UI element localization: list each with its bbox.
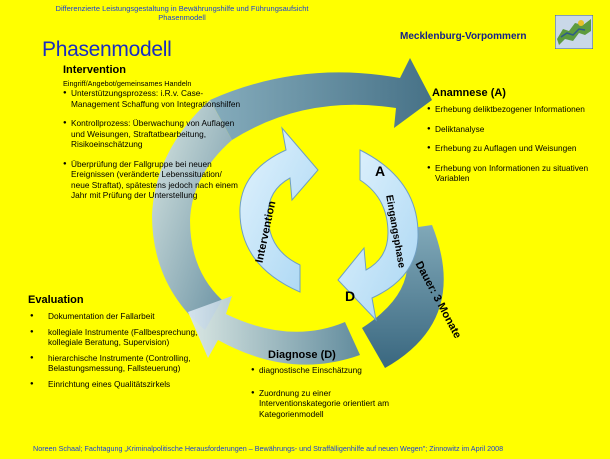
anamnese-list: Erhebung deliktbezogener Informationen D… — [427, 104, 597, 193]
intervention-heading: Intervention — [63, 64, 126, 76]
evaluation-heading: Evaluation — [28, 294, 84, 306]
ring-arrow-left — [152, 100, 232, 330]
list-item: Erhebung zu Auflagen und Weisungen — [427, 143, 597, 154]
list-item: Erhebung von Informationen zu situativen… — [427, 163, 597, 184]
label-a: A — [375, 163, 386, 179]
header-subtitle: Differenzierte Leistungsgestaltung in Be… — [12, 4, 352, 22]
list-item: Zuordnung zu einer Interventionskategori… — [251, 388, 391, 420]
anamnese-heading: Anamnese (A) — [432, 87, 506, 99]
list-item: diagnostische Einschätzung — [251, 365, 391, 376]
diagnose-heading: Diagnose (D) — [268, 349, 336, 361]
list-item: Kontrollprozess: Überwachung von Auflage… — [63, 118, 241, 150]
list-item: Überprüfung der Fallgruppe bei neuen Ere… — [63, 159, 241, 201]
list-item: Einrichtung eines Qualitätszirkels — [28, 379, 203, 390]
inner-arrow-left — [239, 126, 319, 293]
region-name: Mecklenburg-Vorpommern — [400, 31, 527, 42]
list-item: hierarchische Instrumente (Controlling, … — [28, 353, 203, 374]
footer-credit: Noreen Schaal; Fachtagung „Kriminalpolit… — [33, 444, 504, 453]
header-subtitle-line2: Phasenmodell — [158, 13, 206, 22]
list-item: Unterstützungsprozess: i.R.v. Case-Manag… — [63, 88, 241, 109]
diagnose-list: diagnostische Einschätzung Zuordnung zu … — [251, 365, 391, 428]
inner-arrow-right — [337, 149, 419, 322]
list-item: Deliktanalyse — [427, 124, 597, 135]
intervention-list: Unterstützungsprozess: i.R.v. Case-Manag… — [63, 88, 241, 210]
ring-arrow-right — [362, 225, 444, 368]
ring-arrow-top — [210, 58, 432, 140]
list-item: Erhebung deliktbezogener Informationen — [427, 104, 597, 115]
list-item: kollegiale Instrumente (Fallbesprechung,… — [28, 327, 203, 348]
page-title: Phasenmodell — [42, 38, 172, 61]
intervention-subheading: Eingriff/Angebot/gemeinsames Handeln — [63, 79, 192, 88]
state-map-logo — [554, 14, 594, 50]
evaluation-list: Dokumentation der Fallarbeit kollegiale … — [28, 311, 203, 394]
list-item: Dokumentation der Fallarbeit — [28, 311, 203, 322]
label-d: D — [345, 288, 356, 304]
header-subtitle-line1: Differenzierte Leistungsgestaltung in Be… — [55, 4, 309, 13]
ring-arrow-bottom — [188, 296, 360, 365]
